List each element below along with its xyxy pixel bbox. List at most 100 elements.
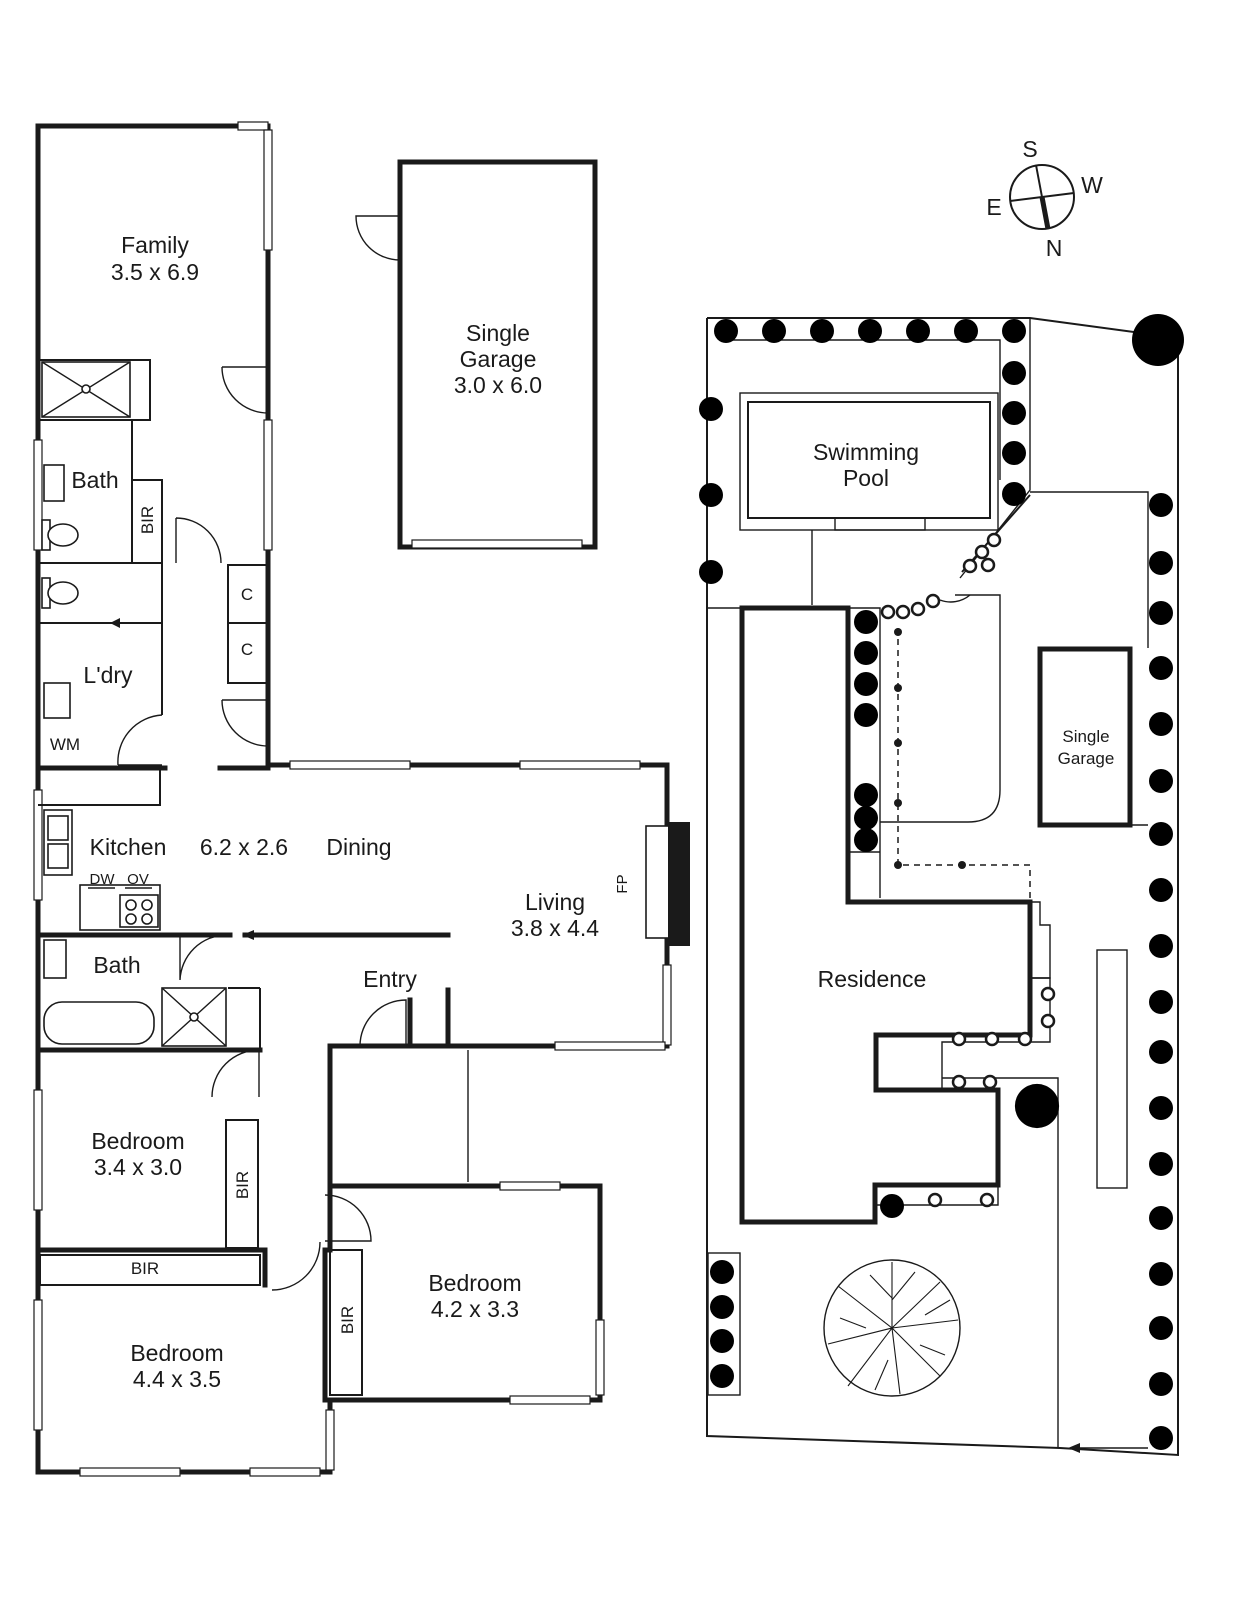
garden-bed [707,1252,741,1396]
fireplace-label: FP [614,874,631,893]
burner [125,913,137,925]
wall [38,479,163,564]
large-tree [823,1259,961,1397]
pool-fence [720,339,1001,480]
pool-name-1: Swimming [813,439,919,465]
house-plan: Family 3.5 x 6.9 Single Garage 3.0 x 6.0… [33,121,690,1477]
bedroom1-name: Bedroom [91,1128,184,1154]
verandah-line [848,607,881,898]
fireplace [668,822,690,946]
site-garage-name-1: Single [1062,727,1109,746]
living-name: Living [525,889,585,915]
window [33,789,43,901]
sink-bowl [47,815,69,841]
pool-step [834,517,926,531]
window [499,1181,561,1191]
bedroom2-size: 4.4 x 3.5 [133,1366,221,1392]
bedroom2-bir: BIR [131,1259,159,1278]
fireplace-hearth [645,825,672,939]
pool-name-2: Pool [843,465,889,491]
window [554,1041,666,1051]
oven: OV [127,871,149,888]
compass-east: E [986,194,1001,220]
sink-bowl [47,843,69,869]
cupboard-label-2: C [241,640,253,659]
window [33,1089,43,1211]
door-swing [271,1241,321,1291]
window [263,419,273,551]
bir-cupboard [329,1249,363,1396]
bathtub [43,1001,155,1045]
deck [941,977,1051,1090]
window [237,121,269,131]
site-garage [1037,646,1133,828]
gate [939,594,971,603]
garage-size: 3.0 x 6.0 [454,372,542,398]
step [1030,901,1051,979]
door-swing [175,517,222,564]
door-swing [359,999,407,1047]
garden-bed [1096,949,1128,1189]
bir-cupboard [39,1254,261,1286]
toilet [47,581,79,605]
compass-south: S [1022,136,1037,162]
bedroom1-bir: BIR [233,1171,252,1199]
window [325,1409,335,1471]
door-swing [221,699,269,747]
compass-west: W [1081,172,1103,198]
vanity [43,464,65,502]
compass-north: N [1046,235,1063,261]
living-size: 3.8 x 4.4 [511,915,599,941]
residence-outline [739,605,1033,1225]
vanity [43,939,67,979]
drain [189,1012,199,1022]
bedroom3-name: Bedroom [428,1270,521,1296]
side-path [1030,491,1149,648]
kitchen-size: 6.2 x 2.6 [200,834,288,860]
arrow-head [242,930,254,940]
window [289,760,411,770]
drain [81,384,91,394]
window [33,439,43,551]
window [33,1299,43,1431]
door-swing [179,934,227,981]
dishwasher: DW [90,871,116,888]
bedroom1-size: 3.4 x 3.0 [94,1154,182,1180]
garage-name-1: Single [466,320,530,346]
hedge-dots [880,532,1056,1208]
cupboard-label-1: C [241,585,253,604]
compass: S W E N [986,136,1103,261]
entry-name: Entry [363,966,417,992]
bedroom3-size: 4.2 x 3.3 [431,1296,519,1322]
window [662,964,672,1046]
toilet [47,523,79,547]
family-name: Family [121,232,189,258]
burner [141,913,153,925]
bedroom2-name: Bedroom [130,1340,223,1366]
garage-name-2: Garage [460,346,537,372]
window [595,1319,605,1396]
deck [875,1185,999,1206]
arrow-head [110,618,120,628]
shower-wall [38,359,151,421]
wall [38,768,161,806]
residence-name: Residence [818,966,927,992]
bath-name: Bath [71,467,118,493]
door-swing [117,714,163,766]
bath-bir: BIR [138,506,157,534]
dining-name: Dining [326,834,391,860]
door-swing [221,366,269,414]
window [519,760,641,770]
door-swing [324,1194,372,1242]
kitchen-name: Kitchen [90,834,167,860]
bath2-name: Bath [93,952,140,978]
cooktop [119,894,159,928]
site-plan: Swimming Pool Residence Single Garage [699,314,1184,1457]
door-swing [211,1049,260,1098]
dashed-path [897,628,1031,902]
washing-machine: WM [50,735,80,754]
side-path [942,1077,1059,1448]
laundry-name: L'dry [83,662,133,688]
garage-side-door [355,215,401,261]
window [263,129,273,251]
